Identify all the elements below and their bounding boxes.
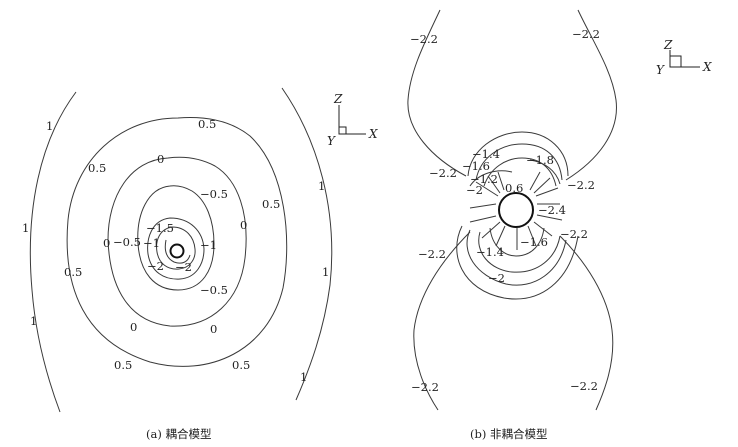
contour-b-m14-lower (466, 229, 567, 286)
label-a-05: 0.5 (114, 358, 132, 372)
axis-y-label: Y (656, 63, 665, 77)
label-a-05: 0.5 (262, 197, 280, 211)
panel-b-labels: −2.2 −2.2 −2.2 −2.2 −2.2 −2.2 −2.2 −2.2 … (410, 27, 600, 394)
label-b-m22: −2.2 (567, 178, 595, 192)
label-b-m22: −2.2 (418, 247, 446, 261)
label-a-1: 1 (30, 314, 37, 328)
label-a-m2: −2 (147, 259, 164, 273)
label-b-m14: −1.4 (476, 245, 504, 259)
label-b-m12: −1.2 (470, 172, 498, 186)
label-b-06: 0.6 (505, 181, 523, 195)
label-b-m22: −2.2 (411, 380, 439, 394)
label-a-0: 0 (157, 152, 164, 166)
axis-triad-b: Z Y X (656, 38, 712, 77)
contour-a-1-left (29, 91, 77, 413)
label-b-m18: −1.8 (526, 153, 554, 167)
label-b-m24: −2.4 (538, 203, 566, 217)
label-b-m2: −2 (488, 271, 505, 285)
axis-z-label: Z (333, 92, 343, 106)
axis-z-label: Z (663, 38, 673, 52)
label-a-0: 0 (210, 322, 217, 336)
panel-a-contours (29, 87, 333, 413)
label-b-m22: −2.2 (410, 32, 438, 46)
label-b-m14: −1.4 (472, 147, 500, 161)
panel-b-contours (407, 9, 617, 411)
label-b-m22: −2.2 (572, 27, 600, 41)
radial-lines-b (469, 171, 563, 250)
label-a-1: 1 (22, 221, 29, 235)
label-a-m2: −2 (175, 260, 192, 274)
contour-b-m22-tl (407, 9, 467, 177)
label-a-m1: −1 (143, 236, 160, 250)
axis-x-label: X (702, 60, 712, 74)
contour-b-m16-lower (478, 231, 561, 273)
label-a-0: 0 (240, 218, 247, 232)
contour-a-m15 (156, 226, 196, 270)
label-a-05: 0.5 (232, 358, 250, 372)
contour-a-m1 (147, 217, 205, 280)
caption-a: (a) 耦合模型 (146, 427, 211, 441)
contour-a-m2 (164, 239, 191, 264)
contour-b-m22-br (559, 235, 614, 411)
label-a-m05: −0.5 (200, 187, 228, 201)
label-a-m15: −1.5 (146, 221, 174, 235)
contour-b-m22-tr (565, 9, 617, 181)
panel-a-labels: 1 1 1 1 1 1 0.5 0.5 0.5 0.5 0.5 0.5 0 0 … (22, 117, 329, 384)
caption-b: (b) 非耦合模型 (470, 427, 548, 441)
label-a-1: 1 (318, 179, 325, 193)
label-b-m16: −1.6 (520, 235, 548, 249)
label-a-05: 0.5 (198, 117, 216, 131)
label-a-m1: −1 (200, 238, 217, 252)
label-a-1: 1 (46, 119, 53, 133)
label-b-m22: −2.2 (570, 379, 598, 393)
contour-a-0 (107, 156, 247, 327)
contour-b-m16-upper (475, 143, 563, 181)
label-a-05: 0.5 (88, 161, 106, 175)
axis-triad-a: Z Y X (327, 92, 378, 148)
contour-a-m05 (137, 185, 215, 291)
contour-b-lower-inner (489, 227, 545, 257)
contour-b-m2-lower (456, 225, 579, 300)
label-a-1: 1 (322, 265, 329, 279)
axis-y-label: Y (327, 134, 336, 148)
label-a-0: 0 (130, 320, 137, 334)
label-a-0: 0 (103, 236, 110, 250)
axis-x-label: X (368, 127, 378, 141)
contour-b-m14-upper (467, 131, 569, 177)
label-b-m22: −2.2 (429, 166, 457, 180)
contour-b-m2-upper (469, 170, 513, 187)
label-a-1: 1 (300, 370, 307, 384)
borehole-b (498, 192, 534, 228)
contour-b-m18 (529, 159, 561, 185)
contour-a-1-right (281, 87, 333, 401)
contour-a-05 (66, 117, 288, 367)
borehole-a (169, 243, 185, 259)
label-b-m22: −2.2 (560, 227, 588, 241)
label-a-05: 0.5 (64, 265, 82, 279)
label-b-m16: −1.6 (462, 159, 490, 173)
label-a-m05: −0.5 (200, 283, 228, 297)
label-b-m2: −2 (466, 183, 483, 197)
label-a-m05: −0.5 (113, 235, 141, 249)
contour-b-m22-bl (413, 231, 471, 411)
